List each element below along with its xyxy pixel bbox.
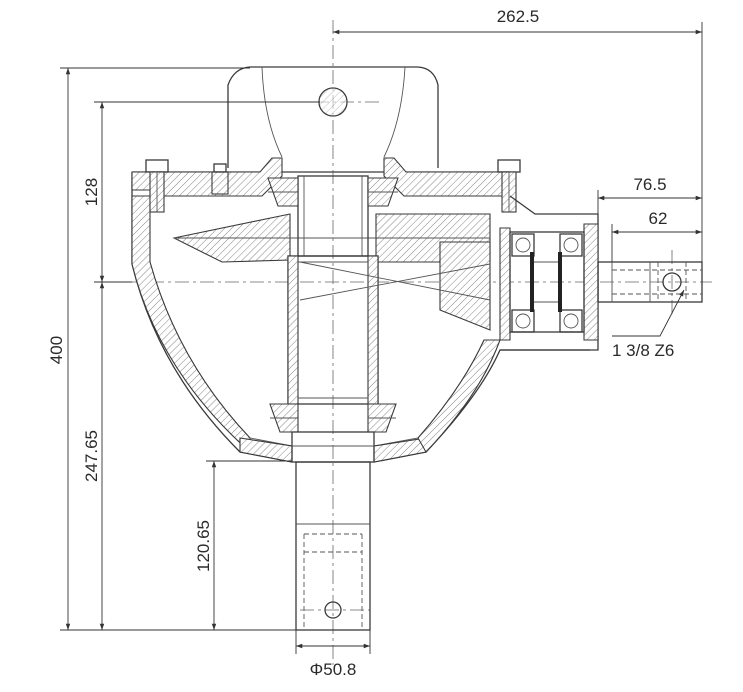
output-shaft [295, 461, 371, 631]
lower-bearing [269, 403, 397, 463]
main-housing [131, 157, 590, 463]
right-bolt [497, 159, 521, 213]
dim-lower-height: 247.65 [82, 430, 101, 482]
dimension-lines [60, 22, 703, 654]
upper-bearing [267, 177, 399, 207]
dim-spline-spec: 1 3/8 Z6 [612, 341, 674, 360]
dim-overall-width: 262.5 [497, 7, 540, 26]
dim-shaft-offset: 76.5 [633, 175, 666, 194]
dim-total-height: 400 [47, 336, 66, 364]
top-housing [227, 66, 439, 168]
dim-top-height: 128 [82, 178, 101, 206]
oil-plug [211, 163, 229, 195]
side-housing [499, 195, 599, 351]
dim-shaft-diameter: Φ50.8 [310, 660, 357, 679]
dim-shaft-length: 62 [649, 209, 668, 228]
dim-output-shaft-length: 120.65 [194, 520, 213, 572]
pinion-gear [299, 241, 491, 331]
input-shaft [597, 261, 703, 303]
left-bolt [145, 159, 169, 213]
